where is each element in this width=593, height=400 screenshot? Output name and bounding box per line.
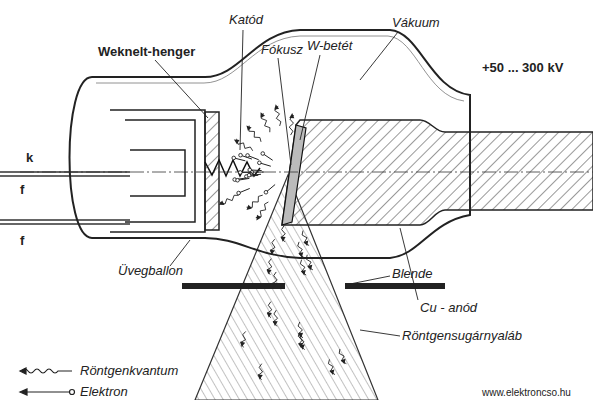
legend-text: Elektron (80, 384, 128, 399)
blende-right (345, 283, 445, 289)
glass-inner (96, 36, 464, 101)
wehnelt-cylinder (110, 110, 219, 232)
leader-lines (155, 30, 418, 336)
part-label: f (20, 233, 24, 248)
part-label: Fókusz (261, 42, 303, 57)
part-label: Vákuum (392, 15, 440, 30)
part-label: Röntgensugárnyaláb (402, 328, 522, 343)
cu-anode (282, 120, 593, 225)
legend-samples (20, 368, 75, 395)
particles (219, 104, 347, 380)
part-label: Üvegballon (118, 263, 183, 278)
axis-line (20, 172, 593, 173)
part-label: k (26, 150, 33, 165)
blende-left (182, 283, 285, 289)
part-label: W-betét (307, 38, 352, 53)
part-label: www.elektroncso.hu (482, 385, 571, 400)
legend-text: Röntgenkvantum (80, 363, 178, 378)
part-label: Blende (392, 266, 432, 281)
lead-wires (0, 172, 130, 224)
part-label: Weknelt-henger (98, 44, 195, 59)
part-label: +50 ... 300 kV (482, 60, 563, 75)
part-label: Katód (229, 12, 263, 27)
part-label: Cu - anód (420, 300, 477, 315)
part-label: f (20, 182, 24, 197)
filament (205, 160, 260, 176)
w-insert (282, 125, 306, 225)
